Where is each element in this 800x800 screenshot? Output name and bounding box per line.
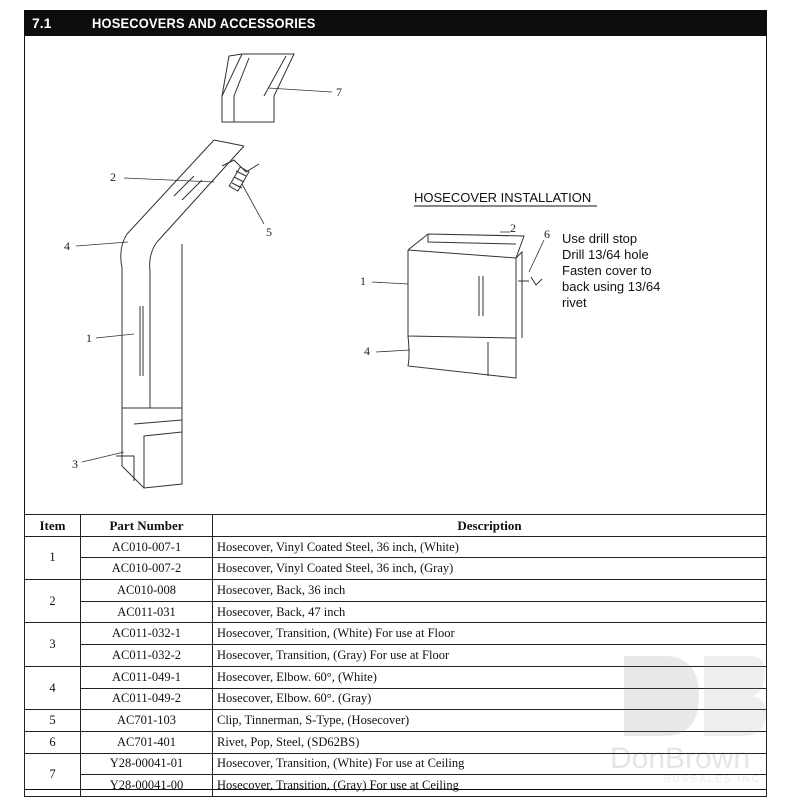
callout-3: 3 (72, 457, 78, 471)
header-part-number: Part Number (80, 514, 213, 537)
part-description: Hosecover, Transition, (Gray) For use at… (212, 774, 767, 797)
part-number: AC010-007-1 (80, 535, 213, 559)
item-number: 2 (24, 579, 81, 624)
part-description: Hosecover, Elbow. 60°, (White) (212, 665, 767, 689)
part-description: Hosecover, Back, 36 inch (212, 579, 767, 602)
note-line-5: rivet (562, 295, 587, 310)
install-callout-4: 4 (364, 344, 370, 358)
note-line-2: Drill 13/64 hole (562, 247, 649, 262)
left-callout-leaders (75, 87, 333, 463)
header-item: Item (24, 514, 81, 537)
item-number: 5 (24, 709, 81, 732)
section-header: 7.1 HOSECOVERS AND ACCESSORIES (24, 10, 767, 36)
section-number: 7.1 (32, 15, 52, 31)
part-number: AC010-008 (80, 579, 213, 602)
part-description: Hosecover, Elbow. 60°. (Gray) (212, 687, 767, 711)
part-description: Hosecover, Back, 47 inch (212, 600, 767, 624)
install-callout-6: 6 (544, 227, 550, 241)
part-number: AC011-049-2 (80, 687, 213, 711)
callout-4: 4 (64, 239, 70, 253)
part-description: Hosecover, Vinyl Coated Steel, 36 inch, … (212, 535, 767, 559)
hosecover-assembly-drawing (116, 53, 295, 489)
install-callout-1: 1 (360, 274, 366, 288)
part-number: Y28-00041-00 (80, 774, 213, 797)
part-description: Rivet, Pop, Steel, (SD62BS) (212, 730, 767, 754)
callout-2: 2 (110, 170, 116, 184)
part-number: AC011-031 (80, 600, 213, 624)
part-number: AC701-401 (80, 730, 213, 754)
part-number: AC011-032-1 (80, 622, 213, 646)
part-description: Clip, Tinnerman, S-Type, (Hosecover) (212, 709, 767, 732)
install-callout-2: 2 (510, 221, 516, 235)
section-title: HOSECOVERS AND ACCESSORIES (92, 15, 316, 31)
item-number: 4 (24, 665, 81, 711)
callout-5: 5 (266, 225, 272, 239)
header-description: Description (212, 514, 767, 537)
item-number: 7 (24, 752, 81, 797)
installation-title: HOSECOVER INSTALLATION (414, 190, 591, 205)
part-number: AC701-103 (80, 709, 213, 732)
installation-detail-drawing (407, 233, 543, 379)
item-number: 3 (24, 622, 81, 667)
table-header-row: Item Part Number Description (24, 514, 767, 537)
right-callout-leaders (371, 231, 545, 353)
part-number: AC011-032-2 (80, 644, 213, 667)
callout-7: 7 (336, 85, 342, 99)
callout-1: 1 (86, 331, 92, 345)
item-number: 1 (24, 535, 81, 581)
part-number: Y28-00041-01 (80, 752, 213, 776)
item-number: 6 (24, 730, 81, 754)
hosecover-diagram: 7 2 5 4 1 3 HOSECOVER INSTALLATION 2 6 1… (64, 53, 660, 489)
installation-note: Use drill stop Drill 13/64 hole Fasten c… (562, 231, 660, 310)
part-description: Hosecover, Vinyl Coated Steel, 36 inch, … (212, 557, 767, 581)
part-description: Hosecover, Transition, (Gray) For use at… (212, 644, 767, 667)
note-line-1: Use drill stop (562, 231, 637, 246)
part-number: AC010-007-2 (80, 557, 213, 581)
note-line-3: Fasten cover to (562, 263, 652, 278)
part-description: Hosecover, Transition, (White) For use a… (212, 622, 767, 646)
part-description: Hosecover, Transition, (White) For use a… (212, 752, 767, 776)
note-line-4: back using 13/64 (562, 279, 660, 294)
part-number: AC011-049-1 (80, 665, 213, 689)
